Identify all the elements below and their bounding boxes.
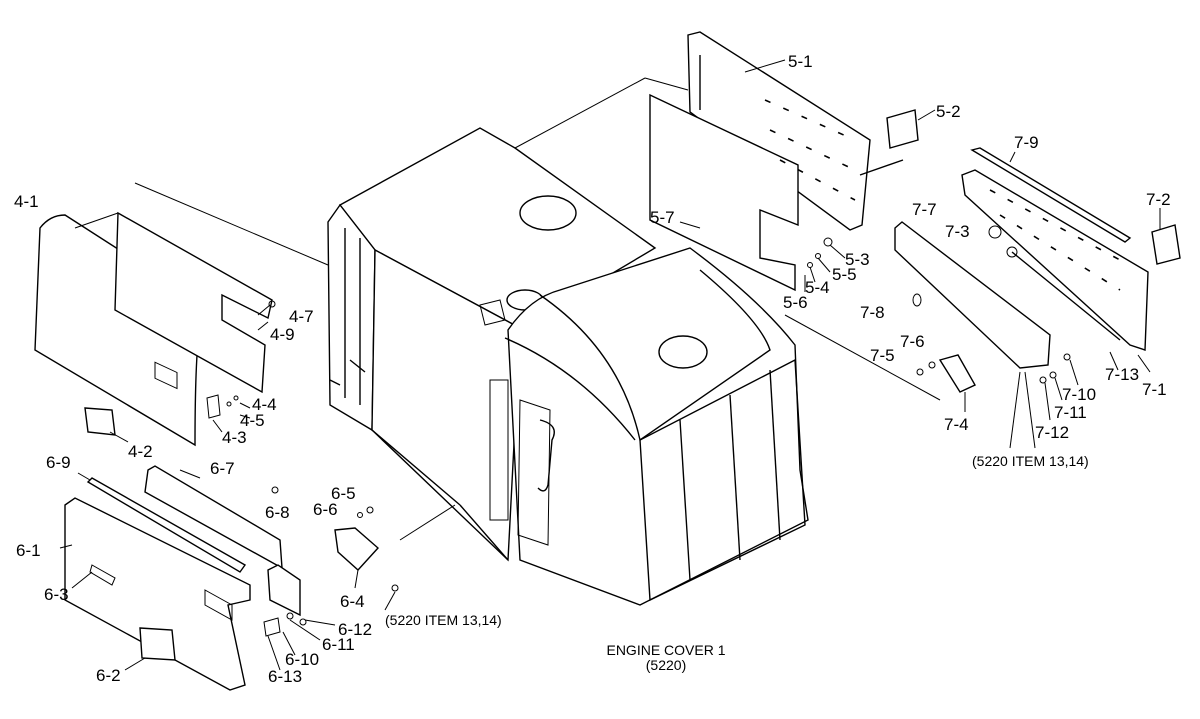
part-labels: 4-1 4-7 4-9 4-4 4-5 4-3 4-2 5-1 5-2 5-7 … bbox=[14, 52, 1171, 686]
label-6-3: 6-3 bbox=[44, 585, 69, 604]
label-7-9: 7-9 bbox=[1014, 133, 1039, 152]
label-5-3: 5-3 bbox=[845, 250, 870, 269]
label-6-2: 6-2 bbox=[96, 666, 121, 685]
label-6-13: 6-13 bbox=[268, 667, 302, 686]
label-5-5: 5-5 bbox=[832, 265, 857, 284]
label-7-7: 7-7 bbox=[912, 200, 937, 219]
caption-title: ENGINE COVER 1 bbox=[606, 642, 725, 658]
panel-group-4 bbox=[34, 211, 276, 447]
label-6-4: 6-4 bbox=[340, 592, 365, 611]
label-7-6: 7-6 bbox=[900, 332, 925, 351]
label-7-12: 7-12 bbox=[1035, 423, 1069, 442]
caption-subtitle: (5220) bbox=[646, 657, 686, 673]
label-7-10: 7-10 bbox=[1062, 385, 1096, 404]
label-4-7: 4-7 bbox=[289, 307, 314, 326]
label-5-1: 5-1 bbox=[788, 52, 813, 71]
label-6-5: 6-5 bbox=[331, 484, 356, 503]
label-5-4: 5-4 bbox=[805, 278, 830, 297]
label-6-1: 6-1 bbox=[16, 541, 41, 560]
leader-lines bbox=[59, 59, 1161, 671]
label-5-2: 5-2 bbox=[936, 102, 961, 121]
label-7-1: 7-1 bbox=[1142, 380, 1167, 399]
label-5-6: 5-6 bbox=[783, 293, 808, 312]
label-6-12: 6-12 bbox=[338, 620, 372, 639]
panel-group-7 bbox=[894, 147, 1181, 393]
label-4-9: 4-9 bbox=[270, 325, 295, 344]
label-6-9: 6-9 bbox=[46, 453, 71, 472]
label-7-13: 7-13 bbox=[1105, 365, 1139, 384]
label-4-4: 4-4 bbox=[252, 395, 277, 414]
label-7-3: 7-3 bbox=[945, 222, 970, 241]
label-6-10: 6-10 bbox=[285, 650, 319, 669]
label-6-8: 6-8 bbox=[265, 503, 290, 522]
label-4-5: 4-5 bbox=[240, 411, 265, 430]
label-7-11: 7-11 bbox=[1054, 403, 1087, 422]
label-7-2: 7-2 bbox=[1146, 190, 1171, 209]
label-4-2: 4-2 bbox=[128, 442, 153, 461]
label-4-3: 4-3 bbox=[222, 428, 247, 447]
panel-group-5 bbox=[649, 31, 919, 292]
engine-cover-frame bbox=[327, 127, 809, 606]
note-right-reference: (5220 ITEM 13,14) bbox=[972, 453, 1089, 469]
label-4-1: 4-1 bbox=[14, 192, 39, 211]
panel-group-6 bbox=[64, 465, 399, 691]
label-6-7: 6-7 bbox=[210, 459, 235, 478]
label-7-5: 7-5 bbox=[870, 346, 895, 365]
label-7-8: 7-8 bbox=[860, 303, 885, 322]
label-5-7: 5-7 bbox=[650, 208, 675, 227]
label-7-4: 7-4 bbox=[944, 415, 969, 434]
note-left-reference: (5220 ITEM 13,14) bbox=[385, 612, 502, 628]
label-6-11: 6-11 bbox=[322, 635, 355, 654]
label-6-6: 6-6 bbox=[313, 500, 338, 519]
